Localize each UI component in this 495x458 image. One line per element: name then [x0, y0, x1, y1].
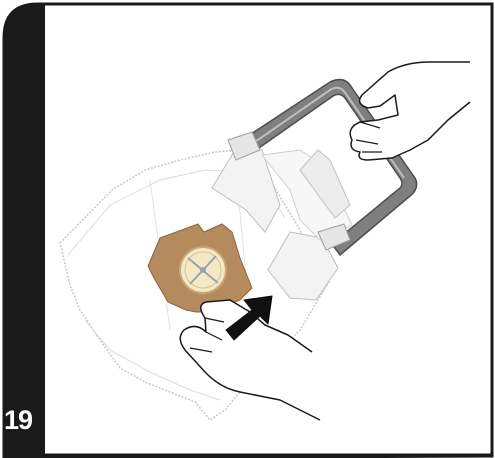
step-number: 19: [4, 402, 44, 438]
step-bar: [4, 4, 45, 458]
